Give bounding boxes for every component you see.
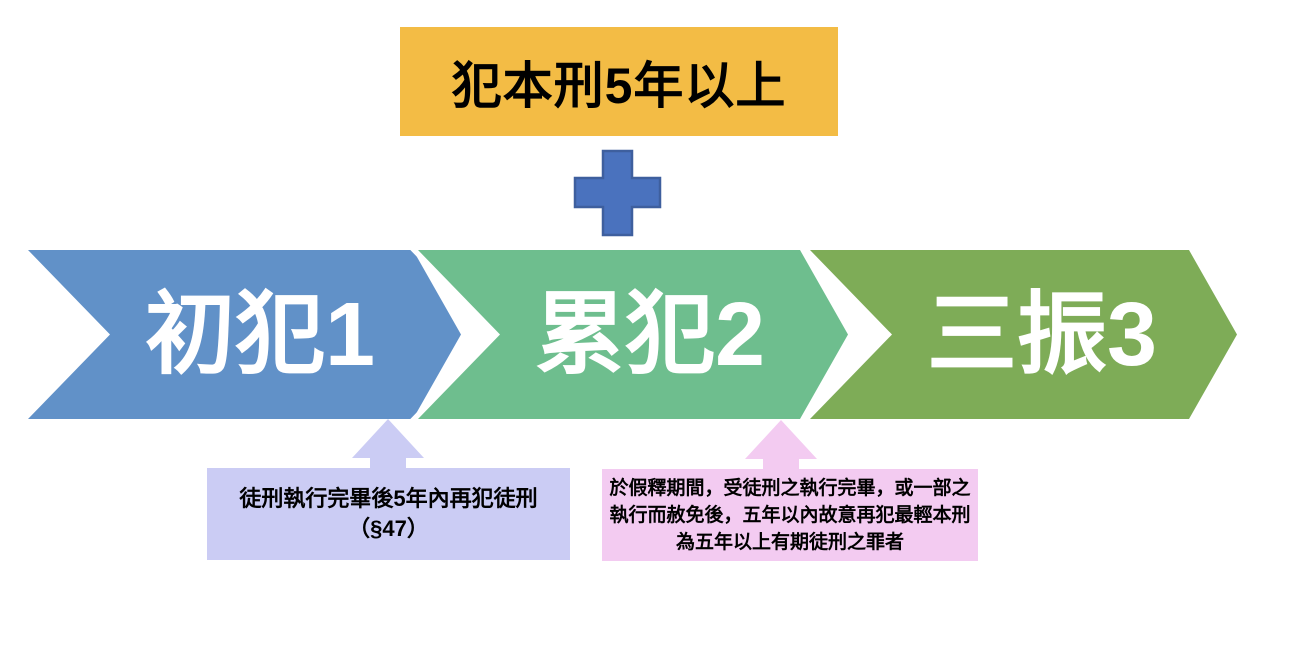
stage-chevron-3 (796, 244, 1244, 425)
stage-chevron-2 (404, 244, 855, 425)
condition-box-label: 犯本刑5年以上 (451, 57, 787, 114)
callout-2-line-3: 為五年以上有期徒刑之罪者 (675, 531, 904, 553)
callout-2-line-1: 於假釋期間，受徒刑之執行完畢，或一部之 (609, 477, 971, 499)
callout-box-2: 於假釋期間，受徒刑之執行完畢，或一部之 執行而赦免後，五年以內故意再犯最輕本刑 … (602, 469, 978, 561)
callout-2-line-2: 執行而赦免後，五年以內故意再犯最輕本刑 (609, 504, 971, 526)
callout-box-1: 徒刑執行完畢後5年內再犯徒刑 （§47） (207, 468, 570, 560)
callout-1-line-2: （§47） (348, 516, 429, 541)
stage-chevron-1 (14, 244, 468, 425)
up-arrow-2 (745, 420, 817, 470)
condition-box: 犯本刑5年以上 (400, 27, 838, 136)
callout-1-line-1: 徒刑執行完畢後5年內再犯徒刑 (239, 486, 538, 511)
up-arrow-1 (352, 419, 424, 469)
plus-icon (573, 149, 662, 237)
